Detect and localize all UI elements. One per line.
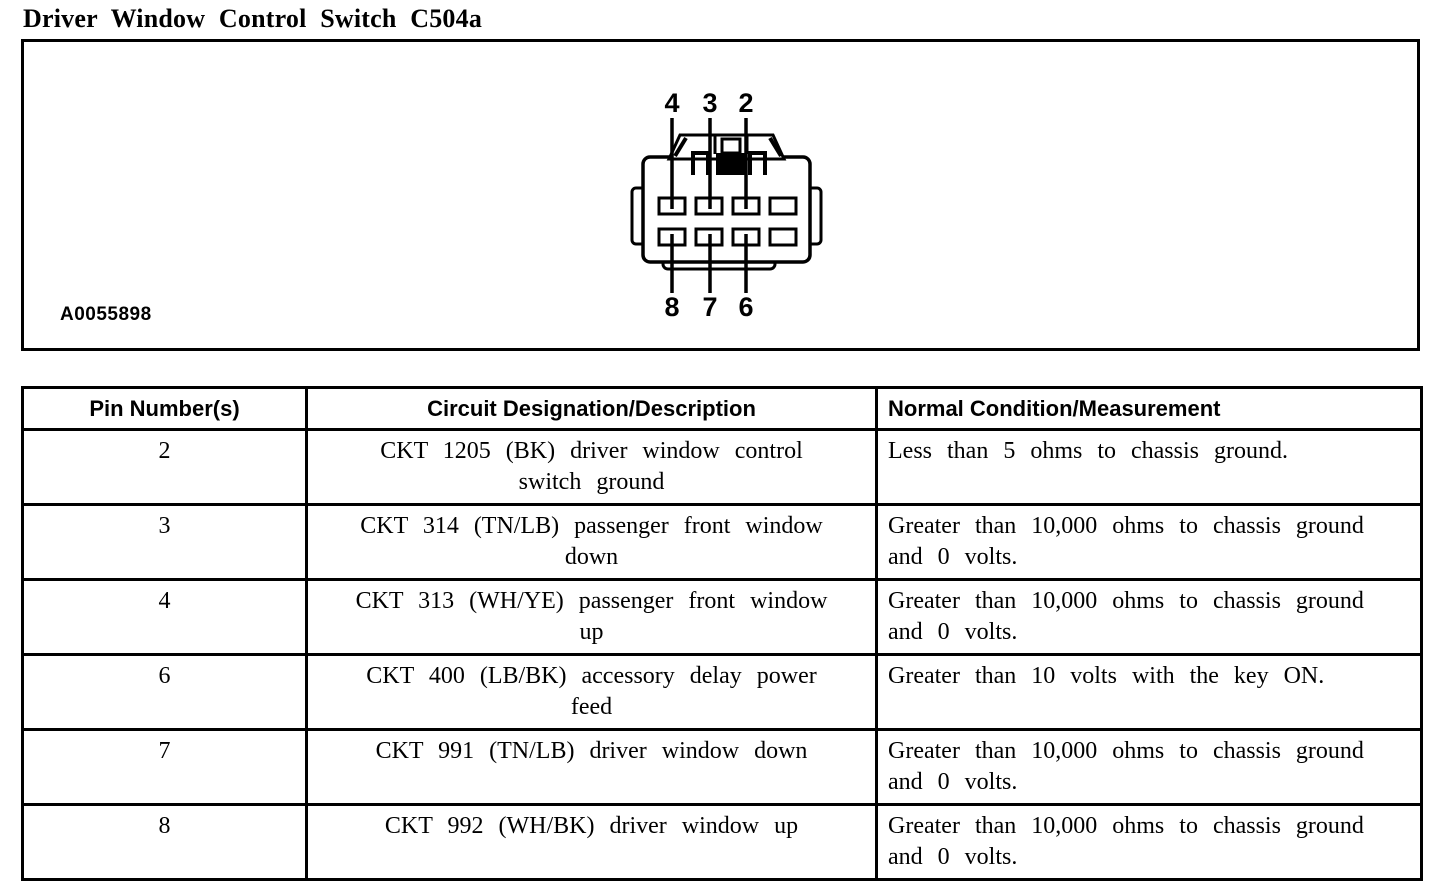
pin-cell: 8 [21, 803, 308, 881]
condition-cell: Greater than 10,000 ohms to chassis grou… [875, 578, 1423, 656]
table-row: 4 CKT 313 (WH/YE) passenger front window… [21, 578, 1423, 656]
figure-caption: A0055898 [60, 304, 152, 325]
header-normal-condition: Normal Condition/Measurement [875, 386, 1423, 431]
circuit-cell: CKT 992 (WH/BK) driver window up [305, 803, 878, 881]
pin-cell: 6 [21, 653, 308, 731]
condition-cell: Greater than 10,000 ohms to chassis grou… [875, 803, 1423, 881]
table-header-row: Pin Number(s) Circuit Designation/Descri… [21, 386, 1423, 431]
table-row: 8 CKT 992 (WH/BK) driver window up Great… [21, 803, 1423, 881]
circuit-cell: CKT 1205 (BK) driver window control swit… [305, 428, 878, 506]
connector-diagram-icon [630, 118, 823, 293]
pin-label-3: 3 [702, 88, 718, 118]
pin-label-4: 4 [664, 88, 680, 118]
page-title: Driver Window Control Switch C504a [23, 4, 483, 33]
pin-label-2: 2 [738, 88, 754, 118]
circuit-cell: CKT 991 (TN/LB) driver window down [305, 728, 878, 806]
pin-label-8: 8 [664, 292, 680, 322]
latch-button-base [716, 153, 747, 175]
condition-cell: Greater than 10 volts with the key ON. [875, 653, 1423, 731]
pin-label-6: 6 [738, 292, 754, 322]
circuit-cell: CKT 314 (TN/LB) passenger front window d… [305, 503, 878, 581]
condition-cell: Greater than 10,000 ohms to chassis grou… [875, 728, 1423, 806]
condition-cell: Less than 5 ohms to chassis ground. [875, 428, 1423, 506]
connector-figure-box: 4 3 2 8 7 6 A0055898 [21, 39, 1420, 351]
latch-hatch-right [768, 136, 783, 158]
table-row: 3 CKT 314 (TN/LB) passenger front window… [21, 503, 1423, 581]
pinout-table: Pin Number(s) Circuit Designation/Descri… [21, 386, 1423, 881]
latch-hatch-left [673, 136, 688, 158]
condition-cell: Greater than 10,000 ohms to chassis grou… [875, 503, 1423, 581]
circuit-cell: CKT 313 (WH/YE) passenger front window u… [305, 578, 878, 656]
latch-button-window [720, 137, 742, 155]
pin-cell: 3 [21, 503, 308, 581]
pin-label-7: 7 [702, 292, 718, 322]
latch-rib-right [748, 151, 767, 175]
table-row: 6 CKT 400 (LB/BK) accessory delay power … [21, 653, 1423, 731]
pin-slot-1 [768, 196, 798, 216]
pin-cell: 2 [21, 428, 308, 506]
pin-slot-5 [768, 227, 798, 247]
table-row: 2 CKT 1205 (BK) driver window control sw… [21, 428, 1423, 506]
table-row: 7 CKT 991 (TN/LB) driver window down Gre… [21, 728, 1423, 806]
header-pin-numbers: Pin Number(s) [21, 386, 308, 431]
latch-rib-left [691, 151, 710, 175]
circuit-cell: CKT 400 (LB/BK) accessory delay power fe… [305, 653, 878, 731]
pin-cell: 4 [21, 578, 308, 656]
pin-cell: 7 [21, 728, 308, 806]
header-circuit-designation: Circuit Designation/Description [305, 386, 878, 431]
